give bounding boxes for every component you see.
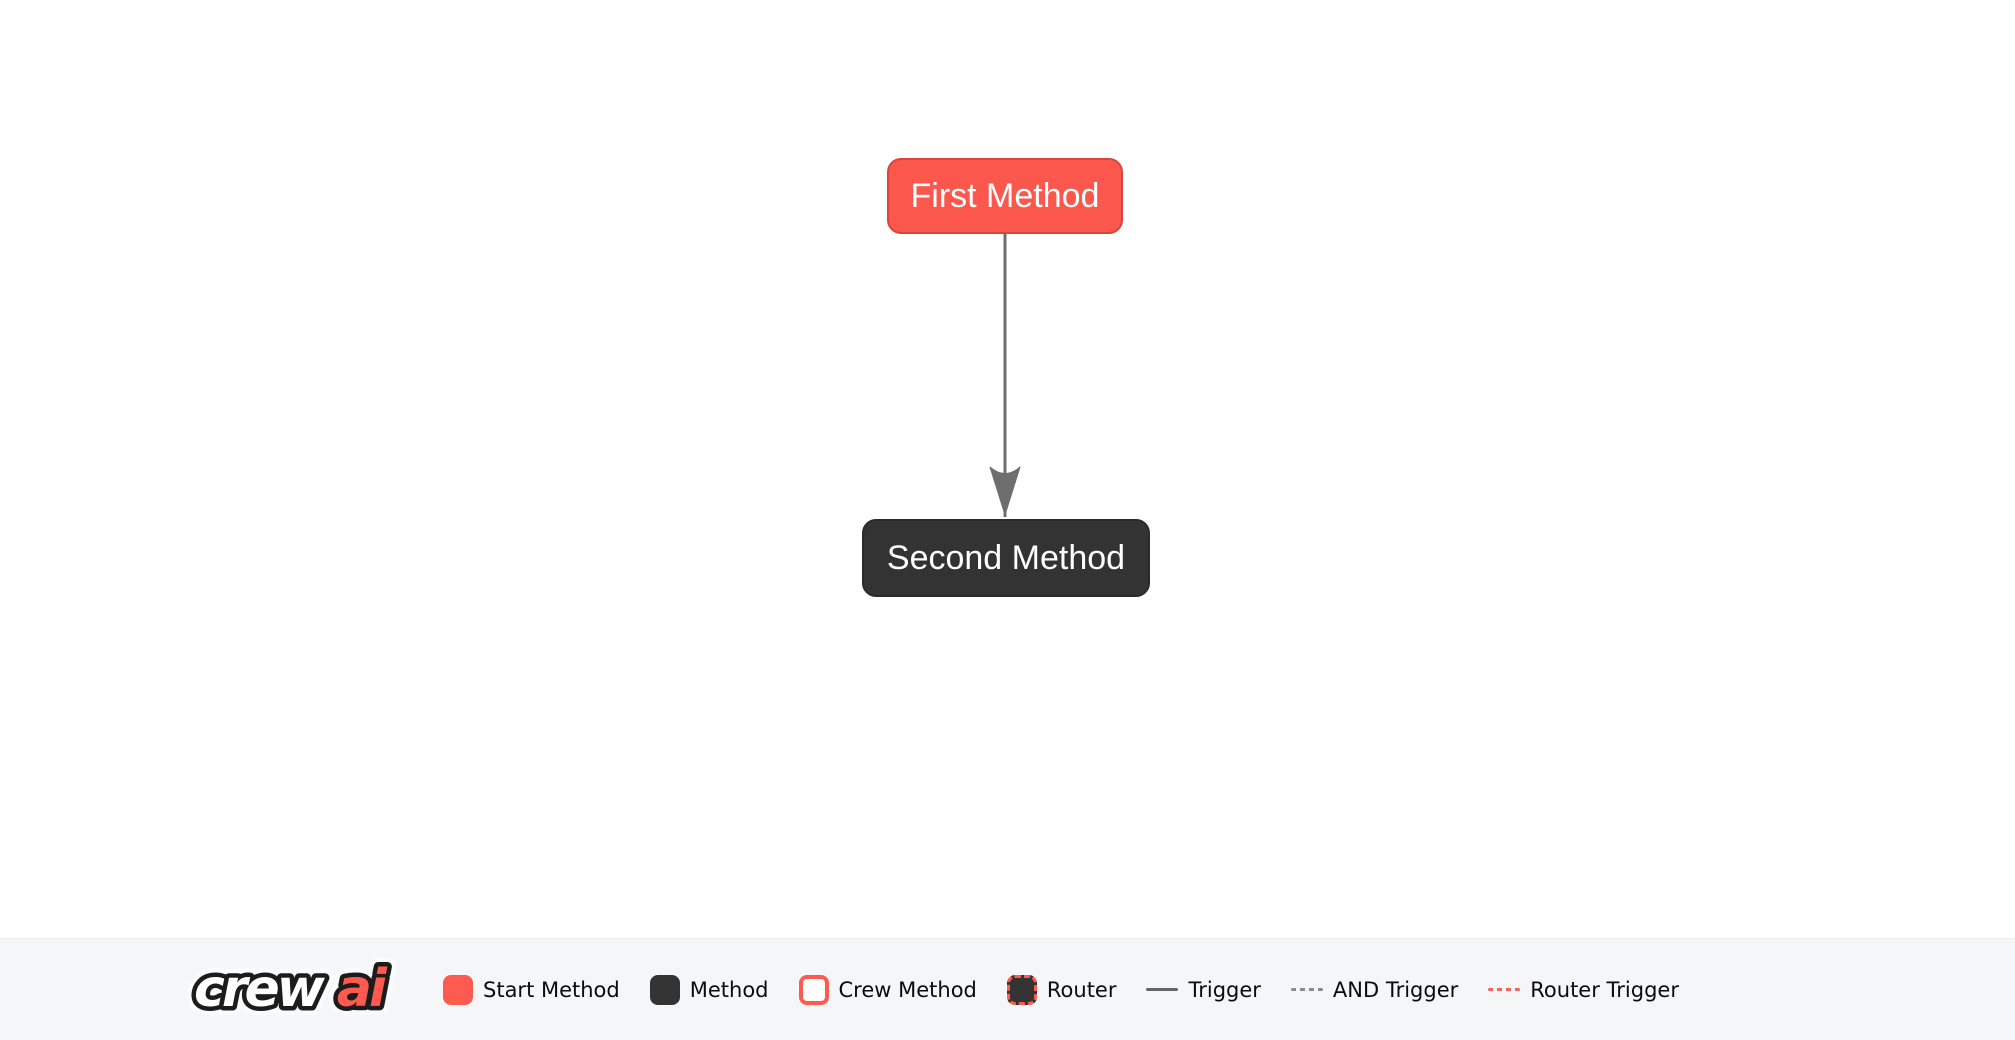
logo-text-crew: crew <box>194 959 326 1019</box>
legend-label: Method <box>689 977 769 1002</box>
and-trigger-line-icon <box>1290 988 1323 991</box>
method-swatch-icon <box>649 974 680 1005</box>
router-trigger-line-icon <box>1488 988 1521 991</box>
legend-item-router-trigger: Router Trigger <box>1488 978 1679 1002</box>
crewai-logo: crew ai crew ai <box>188 956 400 1024</box>
legend-item-crew-method: Crew Method <box>798 974 977 1005</box>
legend-item-method: Method <box>649 974 769 1005</box>
legend-item-start-method: Start Method <box>443 974 620 1005</box>
node-second-method[interactable]: Second Method <box>862 519 1150 597</box>
crew-method-swatch-icon <box>798 974 829 1005</box>
node-label: Second Method <box>886 539 1126 577</box>
legend-item-router: Router <box>1006 974 1117 1005</box>
legend-bar: crew ai crew ai Start Method Method Crew… <box>0 938 2015 1040</box>
legend-label: Router <box>1046 977 1117 1002</box>
legend-item-and-trigger: AND Trigger <box>1290 977 1459 1002</box>
trigger-edge[interactable] <box>989 234 1021 517</box>
node-label: First Method <box>910 177 1100 215</box>
logo-text-ai: ai <box>337 959 388 1019</box>
start-method-swatch-icon <box>443 974 473 1005</box>
router-swatch-icon <box>1006 974 1037 1005</box>
legend-label: Router Trigger <box>1530 977 1679 1002</box>
legend-item-trigger: Trigger <box>1146 977 1261 1002</box>
legend-label: Start Method <box>483 977 620 1002</box>
edge-layer <box>989 234 1021 517</box>
logo-halo-crew: crew <box>194 959 326 1019</box>
legend-label: Trigger <box>1188 977 1261 1002</box>
legend-label: Crew Method <box>838 977 977 1002</box>
svg-text:crew ai: crew ai <box>194 959 388 1019</box>
flow-canvas[interactable]: First Method Second Method <box>0 0 2015 938</box>
trigger-line-icon <box>1146 988 1179 991</box>
arrowhead-icon <box>989 466 1021 516</box>
node-first-method[interactable]: First Method <box>887 158 1123 234</box>
legend-label: AND Trigger <box>1332 977 1459 1002</box>
